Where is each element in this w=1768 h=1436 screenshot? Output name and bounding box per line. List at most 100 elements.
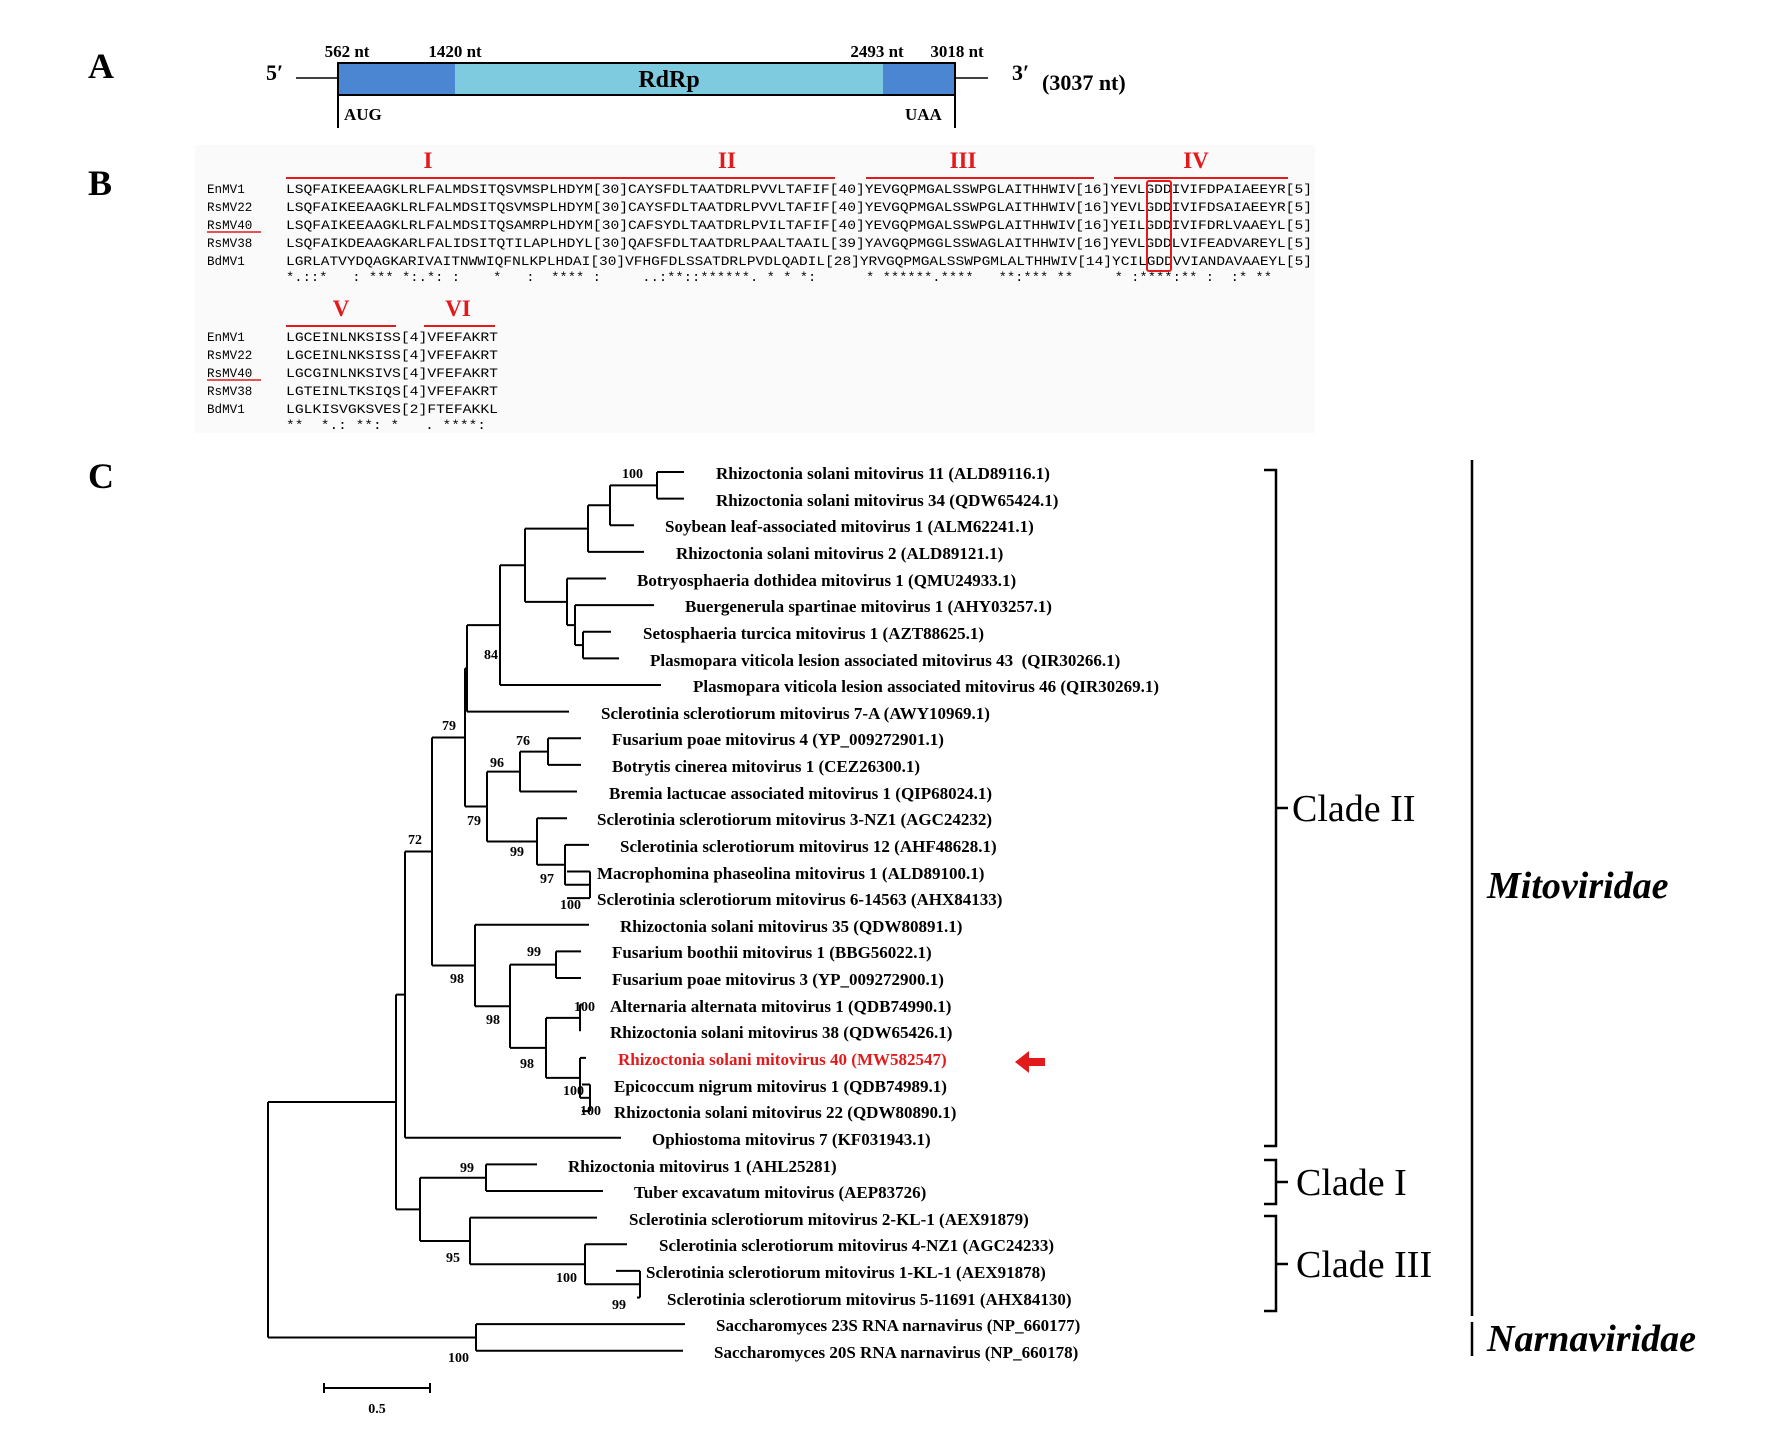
leaf-label-highlight: Rhizoctonia solani mitovirus 40 (MW58254…	[618, 1050, 947, 1069]
seq-rsmv38: LSQFAIKDEAAGKARLFALIDSITQTILAPLHDYL[30]Q…	[286, 237, 1312, 251]
bootstrap-value: 100	[560, 898, 581, 913]
gdd-motif-box	[1146, 180, 1172, 272]
bootstrap-value: 100	[580, 1104, 601, 1119]
position-3018: 3018 nt	[930, 42, 984, 61]
clade-ii-label: Clade II	[1292, 788, 1415, 830]
seq-enmv1: LGCEINLNKSISS[4]VFEFAKRT	[286, 331, 499, 345]
three-prime-label: 3′	[1012, 60, 1029, 85]
five-prime-label: 5′	[266, 60, 283, 85]
leaf-label: Rhizoctonia solani mitovirus 35 (QDW8089…	[620, 917, 962, 936]
leaf-label: Buergenerula spartinae mitovirus 1 (AHY0…	[685, 597, 1052, 616]
family-narnaviridae: Narnaviridae	[1486, 1318, 1696, 1360]
bootstrap-value: 99	[460, 1161, 474, 1176]
motif-label-iv: IV	[1183, 148, 1209, 173]
leaf-label: Sclerotinia sclerotiorum mitovirus 12 (A…	[620, 837, 997, 856]
genome-length: (3037 nt)	[1042, 70, 1126, 95]
panel-label-b: B	[88, 163, 112, 203]
rdrp-domain	[455, 64, 883, 94]
leaf-label: Saccharomyces 23S RNA narnavirus (NP_660…	[716, 1316, 1080, 1335]
position-562: 562 nt	[325, 42, 370, 61]
seq-rsmv22: LSQFAIKEEAAGKLRLFALMDSITQSVMSPLHDYM[30]C…	[286, 201, 1312, 215]
clade-iii-bracket	[1264, 1214, 1288, 1313]
seq-enmv1: LSQFAIKEEAAGKLRLFALMDSITQSVMSPLHDYM[30]C…	[286, 183, 1312, 197]
alignment-block-2: V VI EnMV1 RsMV22 RsMV40 RsMV38 BdMV1 LG…	[207, 296, 499, 433]
leaf-label: Sclerotinia sclerotiorum mitovirus 1-KL-…	[646, 1263, 1046, 1282]
seq-name-bdmv1: BdMV1	[207, 255, 245, 269]
bootstrap-value: 100	[574, 1000, 595, 1015]
genome-map: RdRp AUG UAA 5′ 3′ (3037 nt) 562 nt 1420…	[266, 42, 1126, 128]
bootstrap-value: 98	[520, 1057, 534, 1072]
leaf-label: Botryosphaeria dothidea mitovirus 1 (QMU…	[637, 571, 1016, 590]
leaf-label: Bremia lactucae associated mitovirus 1 (…	[609, 784, 992, 803]
clade-ii-bracket	[1264, 468, 1288, 1148]
leaf-label: Sclerotinia sclerotiorum mitovirus 5-116…	[667, 1290, 1072, 1309]
highlight-arrow-icon	[1015, 1051, 1045, 1073]
motif-label-i: I	[424, 148, 433, 173]
bootstrap-values: 100 84 79 76 96 79 99 97 100 72 99 98 98…	[408, 467, 643, 1366]
clade-i-label: Clade I	[1296, 1162, 1407, 1204]
clade-i-bracket	[1264, 1158, 1288, 1206]
leaf-label: Soybean leaf-associated mitovirus 1 (ALM…	[665, 517, 1034, 536]
motif-label-ii: II	[718, 148, 736, 173]
leaf-label: Saccharomyces 20S RNA narnavirus (NP_660…	[714, 1343, 1078, 1362]
bootstrap-value: 98	[450, 972, 464, 987]
clade-iii-label: Clade III	[1296, 1244, 1432, 1286]
seq-name-bdmv1: BdMV1	[207, 403, 245, 417]
seq-rsmv22: LGCEINLNKSISS[4]VFEFAKRT	[286, 349, 499, 363]
leaf-label: Rhizoctonia mitovirus 1 (AHL25281)	[568, 1157, 837, 1176]
leaf-label: Sclerotinia sclerotiorum mitovirus 3-NZ1…	[597, 810, 992, 829]
seq-rsmv38: LGTEINLTKSIQS[4]VFEFAKRT	[286, 385, 499, 399]
position-1420: 1420 nt	[428, 42, 482, 61]
leaf-label: Tuber excavatum mitovirus (AEP83726)	[634, 1183, 926, 1202]
bootstrap-value: 99	[510, 845, 524, 860]
seq-bdmv1: LGLKISVGKSVES[2]FTEFAKKL	[286, 403, 498, 417]
seq-rsmv40: LGCGINLNKSIVS[4]VFEFAKRT	[286, 367, 499, 381]
scale-bar: 0.5	[323, 1383, 431, 1417]
seq-name-rsmv38: RsMV38	[207, 385, 252, 399]
bootstrap-value: 100	[448, 1351, 469, 1366]
leaf-label: Ophiostoma mitovirus 7 (KF031943.1)	[652, 1130, 931, 1149]
rdrp-label: RdRp	[638, 67, 699, 93]
bootstrap-value: 99	[612, 1298, 626, 1313]
position-2493: 2493 nt	[850, 42, 904, 61]
scale-bar-line	[323, 1383, 431, 1393]
seq-name-rsmv40: RsMV40	[207, 367, 252, 381]
bootstrap-value: 79	[442, 719, 456, 734]
leaf-label: Rhizoctonia solani mitovirus 11 (ALD8911…	[716, 464, 1050, 483]
seq-bdmv1: LGRLATVYDQAGKARIVAITNWWIQFNLKPLHDAI[30]V…	[286, 255, 1312, 269]
leaf-label: Sclerotinia sclerotiorum mitovirus 2-KL-…	[629, 1210, 1029, 1229]
seq-rsmv40: LSQFAIKEEAAGKLRLFALMDSITQSAMRPLHDYM[30]C…	[286, 219, 1312, 233]
conservation-row-1: *.::* : *** *:.*: : * : **** : ..:**::**…	[286, 271, 1272, 285]
seq-name-rsmv40: RsMV40	[207, 219, 252, 233]
start-codon: AUG	[344, 105, 382, 124]
bootstrap-value: 95	[446, 1251, 460, 1266]
leaf-label: Rhizoctonia solani mitovirus 34 (QDW6542…	[716, 491, 1058, 510]
tree-branches	[267, 471, 685, 1352]
tree-leaf-labels: Rhizoctonia solani mitovirus 11 (ALD8911…	[568, 464, 1159, 1362]
leaf-label: Fusarium boothii mitovirus 1 (BBG56022.1…	[612, 943, 932, 962]
leaf-label: Sclerotinia sclerotiorum mitovirus 6-145…	[597, 890, 1002, 909]
conservation-row-2: ** *.: **: * . ****:	[286, 419, 486, 433]
leaf-label: Macrophomina phaseolina mitovirus 1 (ALD…	[597, 864, 984, 883]
alignment-block-1: I II III IV EnMV1 RsMV22 RsMV40 RsMV38 B…	[207, 148, 1312, 285]
bootstrap-value: 98	[486, 1013, 500, 1028]
clade-brackets	[1264, 460, 1474, 1356]
seq-name-enmv1: EnMV1	[207, 183, 245, 197]
bootstrap-value: 79	[467, 814, 481, 829]
motif-label-vi: VI	[445, 296, 471, 321]
bootstrap-value: 72	[408, 833, 422, 848]
leaf-label: Sclerotinia sclerotiorum mitovirus 7-A (…	[601, 704, 990, 723]
leaf-label: Fusarium poae mitovirus 4 (YP_009272901.…	[612, 730, 944, 749]
leaf-label: Plasmopara viticola lesion associated mi…	[650, 651, 1120, 670]
leaf-label: Sclerotinia sclerotiorum mitovirus 4-NZ1…	[659, 1236, 1054, 1255]
leaf-label: Plasmopara viticola lesion associated mi…	[693, 677, 1159, 696]
leaf-label: Alternaria alternata mitovirus 1 (QDB749…	[610, 997, 951, 1016]
bootstrap-value: 100	[622, 467, 643, 482]
alignment-backdrop	[195, 145, 1315, 433]
leaf-label: Botrytis cinerea mitovirus 1 (CEZ26300.1…	[612, 757, 920, 776]
stop-codon: UAA	[905, 105, 943, 124]
bootstrap-value: 100	[556, 1271, 577, 1286]
family-mitoviridae: Mitoviridae	[1486, 865, 1669, 907]
seq-name-rsmv22: RsMV22	[207, 349, 252, 363]
